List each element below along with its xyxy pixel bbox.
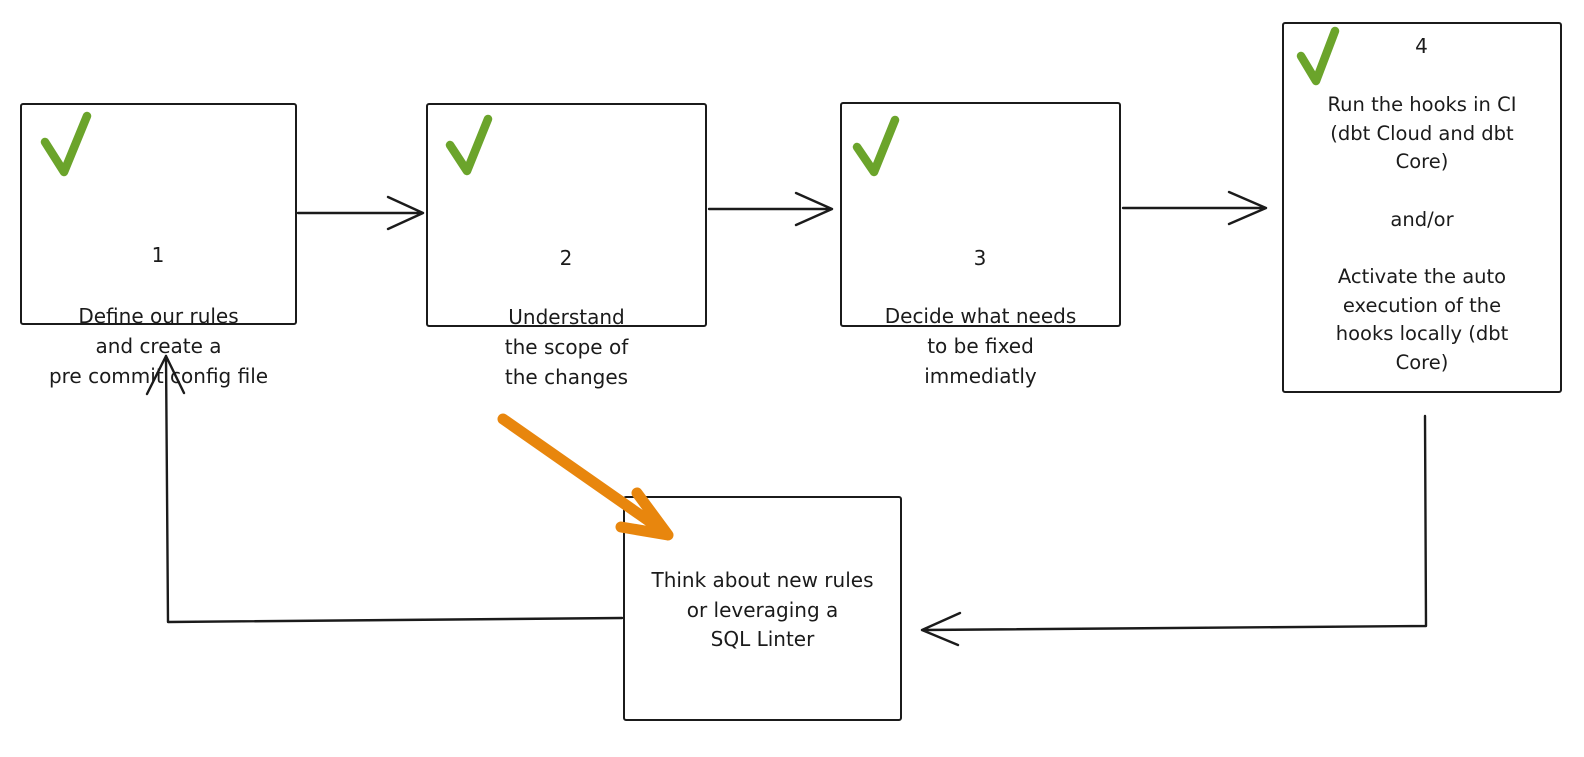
step3-number: 3 (973, 246, 988, 270)
step4-para2-line3: hooks locally (dbt (1335, 322, 1509, 345)
step1-line3: pre commit config file (48, 364, 269, 388)
loop-line1: Think about new rules (651, 568, 874, 592)
step4-para1-line2: (dbt Cloud and dbt (1330, 121, 1514, 145)
step2-box[interactable]: 2 Understand the scope of the changes (426, 103, 707, 389)
arrow-step4-to-loop[interactable] (920, 414, 1428, 647)
step1-number: 1 (151, 243, 166, 267)
arrow-step2-to-step3[interactable] (707, 191, 834, 227)
step4-para2-line1: Activate the auto (1337, 265, 1507, 288)
arrow-step3-to-step4[interactable] (1121, 190, 1268, 226)
step1-box[interactable]: 1 Define our rules and create a pre comm… (20, 103, 297, 388)
step3-label: Decide what needs to be fixed immediatly (846, 301, 1115, 391)
step4-check-icon[interactable] (1296, 26, 1340, 86)
step3-line3: immediatly (924, 364, 1037, 388)
step4-number: 4 (1415, 34, 1429, 58)
step1-label: Define our rules and create a pre commit… (26, 301, 291, 391)
step1-line1: Define our rules (78, 304, 239, 328)
step2-label: Understand the scope of the changes (432, 302, 701, 392)
step4-para1-line3: Core) (1395, 150, 1449, 173)
step1-check-icon[interactable] (40, 111, 92, 177)
step1-line2: and create a (95, 334, 222, 358)
loop-label: Think about new rules or leveraging a SQ… (629, 566, 896, 655)
step4-label: Run the hooks in CI (dbt Cloud and dbt C… (1288, 91, 1556, 377)
step2-check-icon[interactable] (445, 114, 493, 176)
step2-line1: Understand (508, 305, 625, 329)
step2-number: 2 (559, 246, 574, 270)
step4-para2-line4: Core) (1395, 350, 1449, 374)
loop-line3: SQL Linter (710, 627, 815, 651)
step2-line3: the changes (504, 365, 629, 389)
step4-para2-line2: execution of the (1342, 293, 1502, 317)
step3-check-icon[interactable] (852, 115, 900, 177)
highlight-arrow[interactable] (497, 413, 674, 541)
arrow-step1-to-step2[interactable] (296, 195, 425, 231)
arrow-loop-to-step1[interactable] (145, 354, 624, 624)
step4-box[interactable]: 4 Run the hooks in CI (dbt Cloud and dbt… (1282, 22, 1562, 393)
step4-connector: and/or (1390, 207, 1454, 231)
step2-line2: the scope of (504, 335, 629, 359)
step3-line2: to be fixed (927, 334, 1034, 358)
step4-para1-line1: Run the hooks in CI (1327, 93, 1517, 116)
step3-line1: Decide what needs (884, 304, 1077, 328)
loop-line2: or leveraging a (686, 597, 839, 622)
